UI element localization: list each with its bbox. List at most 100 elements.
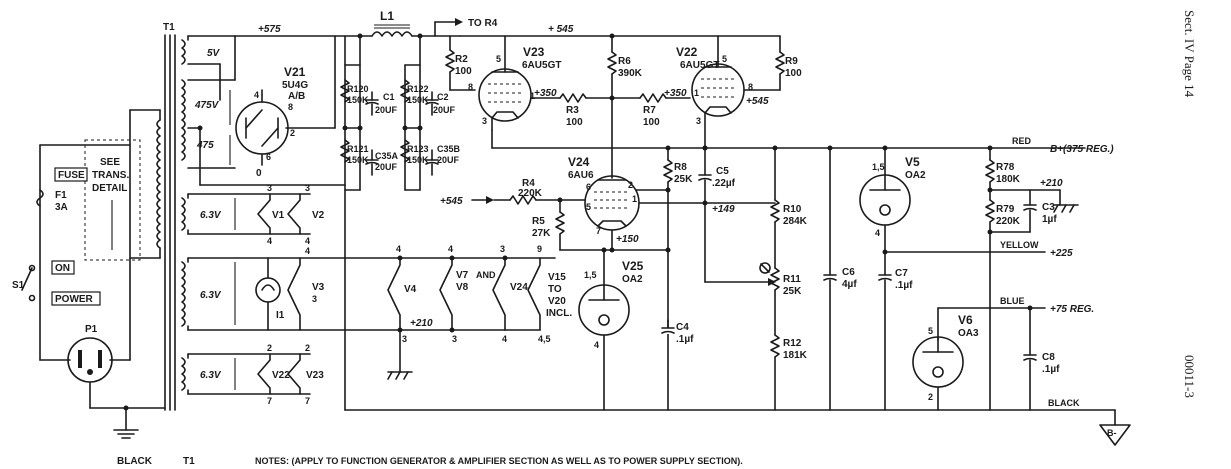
v5-type: OA2 <box>905 170 926 181</box>
r120-value: 150K <box>347 95 369 105</box>
r121-value: 150K <box>347 155 369 165</box>
v21-pin2: 2 <box>290 128 295 138</box>
r8-label: R8 <box>674 162 687 173</box>
pin4-l2: 4 <box>305 236 310 246</box>
c8-value: .1µf <box>1042 364 1060 375</box>
filter-section: L1 TO R4 R120 150K R121 150K R122 150K R… <box>340 9 498 191</box>
v63c-label: 6.3V <box>200 370 222 381</box>
reference-section: 1,5 V5 OA2 4 YELLOW +225 C7 .1µf R78 180… <box>344 145 1131 446</box>
b-plus-label: B+(375 REG.) <box>1050 144 1114 155</box>
r78-value: 180K <box>996 174 1021 185</box>
r5-value: 27K <box>532 228 551 239</box>
v22-type: 6AU5GT <box>680 60 719 71</box>
v21-type: 5U4G <box>282 80 308 91</box>
on-label: ON <box>55 263 70 274</box>
c35b-value: 20UF <box>437 155 460 165</box>
v21-pin8: 8 <box>288 102 293 112</box>
pin9: 9 <box>537 244 542 254</box>
v21-pin4: 4 <box>254 90 259 100</box>
v8-label: V8 <box>456 282 469 293</box>
pin2-a: 2 <box>267 343 272 353</box>
v15-incl: INCL. <box>546 308 572 319</box>
pin3-b2: 3 <box>500 244 505 254</box>
i1-label: I1 <box>276 310 285 321</box>
c3-label: C3 <box>1042 202 1055 213</box>
figure-number: 00011-3 <box>1182 355 1197 398</box>
v1-label: V1 <box>272 210 285 221</box>
bottom-black-label: BLACK <box>117 456 153 467</box>
l1-label: L1 <box>380 9 394 23</box>
r7-value: 100 <box>643 117 660 128</box>
r12-value: 181K <box>783 350 808 361</box>
c4-label: C4 <box>676 322 689 333</box>
r12-label: R12 <box>783 338 802 349</box>
v21-sub: A/B <box>288 91 305 102</box>
f1-value: 3A <box>55 202 68 213</box>
blue-wire-label: BLUE <box>1000 296 1025 306</box>
v25-section: 1,5 V25 OA2 4 <box>578 247 644 411</box>
v225-label: +225 <box>1050 248 1073 259</box>
c2-label: C2 <box>437 92 449 102</box>
c35a-label: C35A <box>375 151 399 161</box>
v22-pin5: 5 <box>722 54 727 64</box>
v24-type: 6AU6 <box>568 170 594 181</box>
v475a-label: 475V <box>194 100 220 111</box>
pin4-b3: 4 <box>502 334 507 344</box>
v149-label: +149 <box>712 204 735 215</box>
v6-pin2: 2 <box>928 392 933 402</box>
c7-label: C7 <box>895 268 908 279</box>
r122-label: R122 <box>407 84 429 94</box>
v24-pin2: 2 <box>628 180 633 190</box>
r9-value: 100 <box>785 68 802 79</box>
v23-name: V23 <box>523 45 545 59</box>
v210-right-label: +210 <box>1040 178 1063 189</box>
r11-value: 25K <box>783 286 802 297</box>
pin45: 4,5 <box>538 334 551 344</box>
r10-label: R10 <box>783 204 802 215</box>
p1-label: P1 <box>85 324 98 335</box>
c35b-label: C35B <box>437 144 461 154</box>
power-label: POWER <box>55 294 94 305</box>
r10-value: 284K <box>783 216 808 227</box>
fuse-label: FUSE <box>58 170 85 181</box>
v545-top-label: + 545 <box>548 24 574 35</box>
red-wire-label: RED <box>1012 136 1032 146</box>
v25-pin4: 4 <box>594 340 599 350</box>
r121-label: R121 <box>347 144 369 154</box>
v75-label: +75 REG. <box>1050 304 1094 315</box>
r4-value: 220K <box>518 188 543 199</box>
v22-name: V22 <box>676 45 698 59</box>
r123-value: 150K <box>407 155 429 165</box>
s1-label: S1 <box>12 280 25 291</box>
pin2-b: 2 <box>305 343 310 353</box>
v25-type: OA2 <box>622 274 643 285</box>
v23-pin8: 8 <box>468 82 473 92</box>
divider-section: R10 284K R11 25K R12 181K C6 4µf <box>759 145 857 411</box>
v22-fil-label: V22 <box>272 370 290 381</box>
v3-pin-label: 3 <box>312 294 317 304</box>
v5-pin15: 1,5 <box>872 162 885 172</box>
r78-label: R78 <box>996 162 1015 173</box>
c35a-value: 20UF <box>375 162 398 172</box>
pin7-a: 7 <box>267 396 272 406</box>
see-trans-3: DETAIL <box>92 183 127 194</box>
v25-pin15: 1,5 <box>584 270 597 280</box>
v5-pin4: 4 <box>875 228 880 238</box>
t1-label: T1 <box>163 22 175 33</box>
rectifier-section: +575 5V 475V 475 V21 5U4G A/B 4 8 2 6 0 <box>187 24 361 411</box>
v23-pin3: 3 <box>482 116 487 126</box>
v15-label: V15 <box>548 272 566 283</box>
r3-value: 100 <box>566 117 583 128</box>
pin3-top1: 3 <box>267 183 272 193</box>
pin4-l3: 4 <box>305 246 310 256</box>
v6-type: OA3 <box>958 328 979 339</box>
pin3-top2: 3 <box>305 183 310 193</box>
r7-label: R7 <box>643 105 656 116</box>
v63b-label: 6.3V <box>200 290 222 301</box>
v21-pin0: 0 <box>256 168 262 179</box>
v24-pin7: 7 <box>596 226 601 236</box>
v210-mid-label: +210 <box>410 318 433 329</box>
v15-v20: V20 <box>548 296 566 307</box>
pin3-v4: 3 <box>402 334 407 344</box>
v7v8-and: AND <box>476 270 496 280</box>
